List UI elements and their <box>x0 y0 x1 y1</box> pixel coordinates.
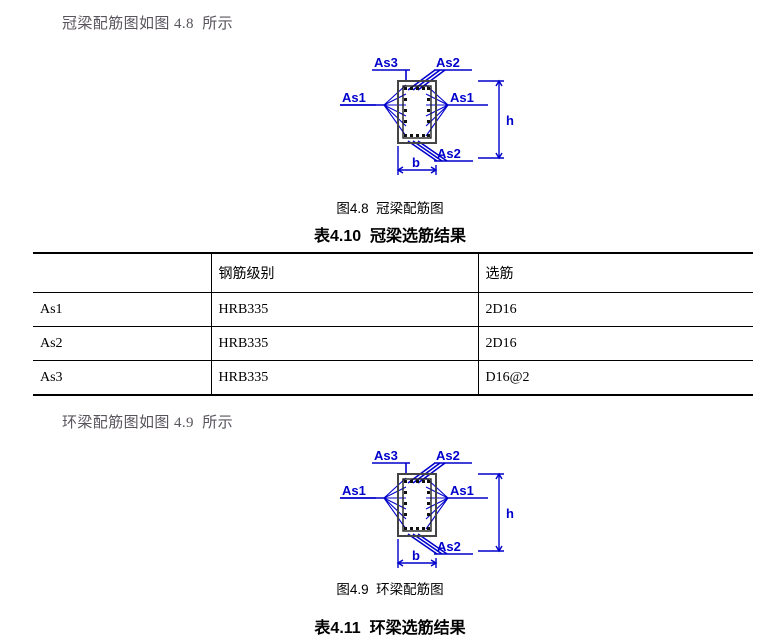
label-as1-left: As1 <box>342 483 366 498</box>
table-caption-1: 表4.10 冠梁选筋结果 <box>313 228 467 245</box>
label-as1-right: As1 <box>450 483 474 498</box>
table-header-row: 钢筋级别 选筋 <box>33 252 753 293</box>
cell-rebar-selection: D16@2 <box>477 360 753 396</box>
label-as1-left: As1 <box>342 90 366 105</box>
header-cell-grade: 钢筋级别 <box>210 252 478 293</box>
label-as1-right: As1 <box>450 90 474 105</box>
figure-caption-2: 图4.9 环梁配筋图 <box>336 582 444 597</box>
rebar-selection-table: 钢筋级别 选筋 As1 HRB335 2D16 As2 HRB335 2D16 … <box>33 252 753 396</box>
cell-rebar-grade: HRB335 <box>210 360 478 396</box>
label-as2-top: As2 <box>436 55 460 70</box>
table-row: As1 HRB335 2D16 <box>33 292 753 327</box>
cell-rebar-name: As3 <box>33 360 211 396</box>
rebar-section-diagram-1: As3 As2 As1 As1 As2 h b <box>336 48 521 193</box>
label-dim-h: h <box>506 506 514 521</box>
header-cell-selection: 选筋 <box>477 252 753 293</box>
label-as2-bottom: As2 <box>437 146 461 161</box>
label-dim-b: b <box>412 155 420 170</box>
cell-rebar-name: As2 <box>33 326 211 361</box>
cell-rebar-name: As1 <box>33 292 211 327</box>
figure-caption-1: 图4.8 冠梁配筋图 <box>336 201 444 216</box>
table-row: As3 HRB335 D16@2 <box>33 360 753 396</box>
label-dim-h: h <box>506 113 514 128</box>
cell-rebar-selection: 2D16 <box>477 326 753 361</box>
cell-rebar-grade: HRB335 <box>210 292 478 327</box>
label-as2-bottom: As2 <box>437 539 461 554</box>
rebar-section-diagram-2: As3 As2 As1 As1 As2 h b <box>336 441 521 586</box>
cell-rebar-selection: 2D16 <box>477 292 753 327</box>
intro-paragraph-1: 冠梁配筋图如图 4.8 所示 <box>62 16 234 32</box>
cell-rebar-grade: HRB335 <box>210 326 478 361</box>
label-dim-b: b <box>412 548 420 563</box>
table-row: As2 HRB335 2D16 <box>33 326 753 361</box>
intro-paragraph-2: 环梁配筋图如图 4.9 所示 <box>62 415 234 431</box>
table-caption-2: 表4.11 环梁选筋结果 <box>314 620 466 637</box>
label-as2-top: As2 <box>436 448 460 463</box>
label-as3: As3 <box>374 448 398 463</box>
label-as3: As3 <box>374 55 398 70</box>
header-cell-name <box>33 252 211 293</box>
